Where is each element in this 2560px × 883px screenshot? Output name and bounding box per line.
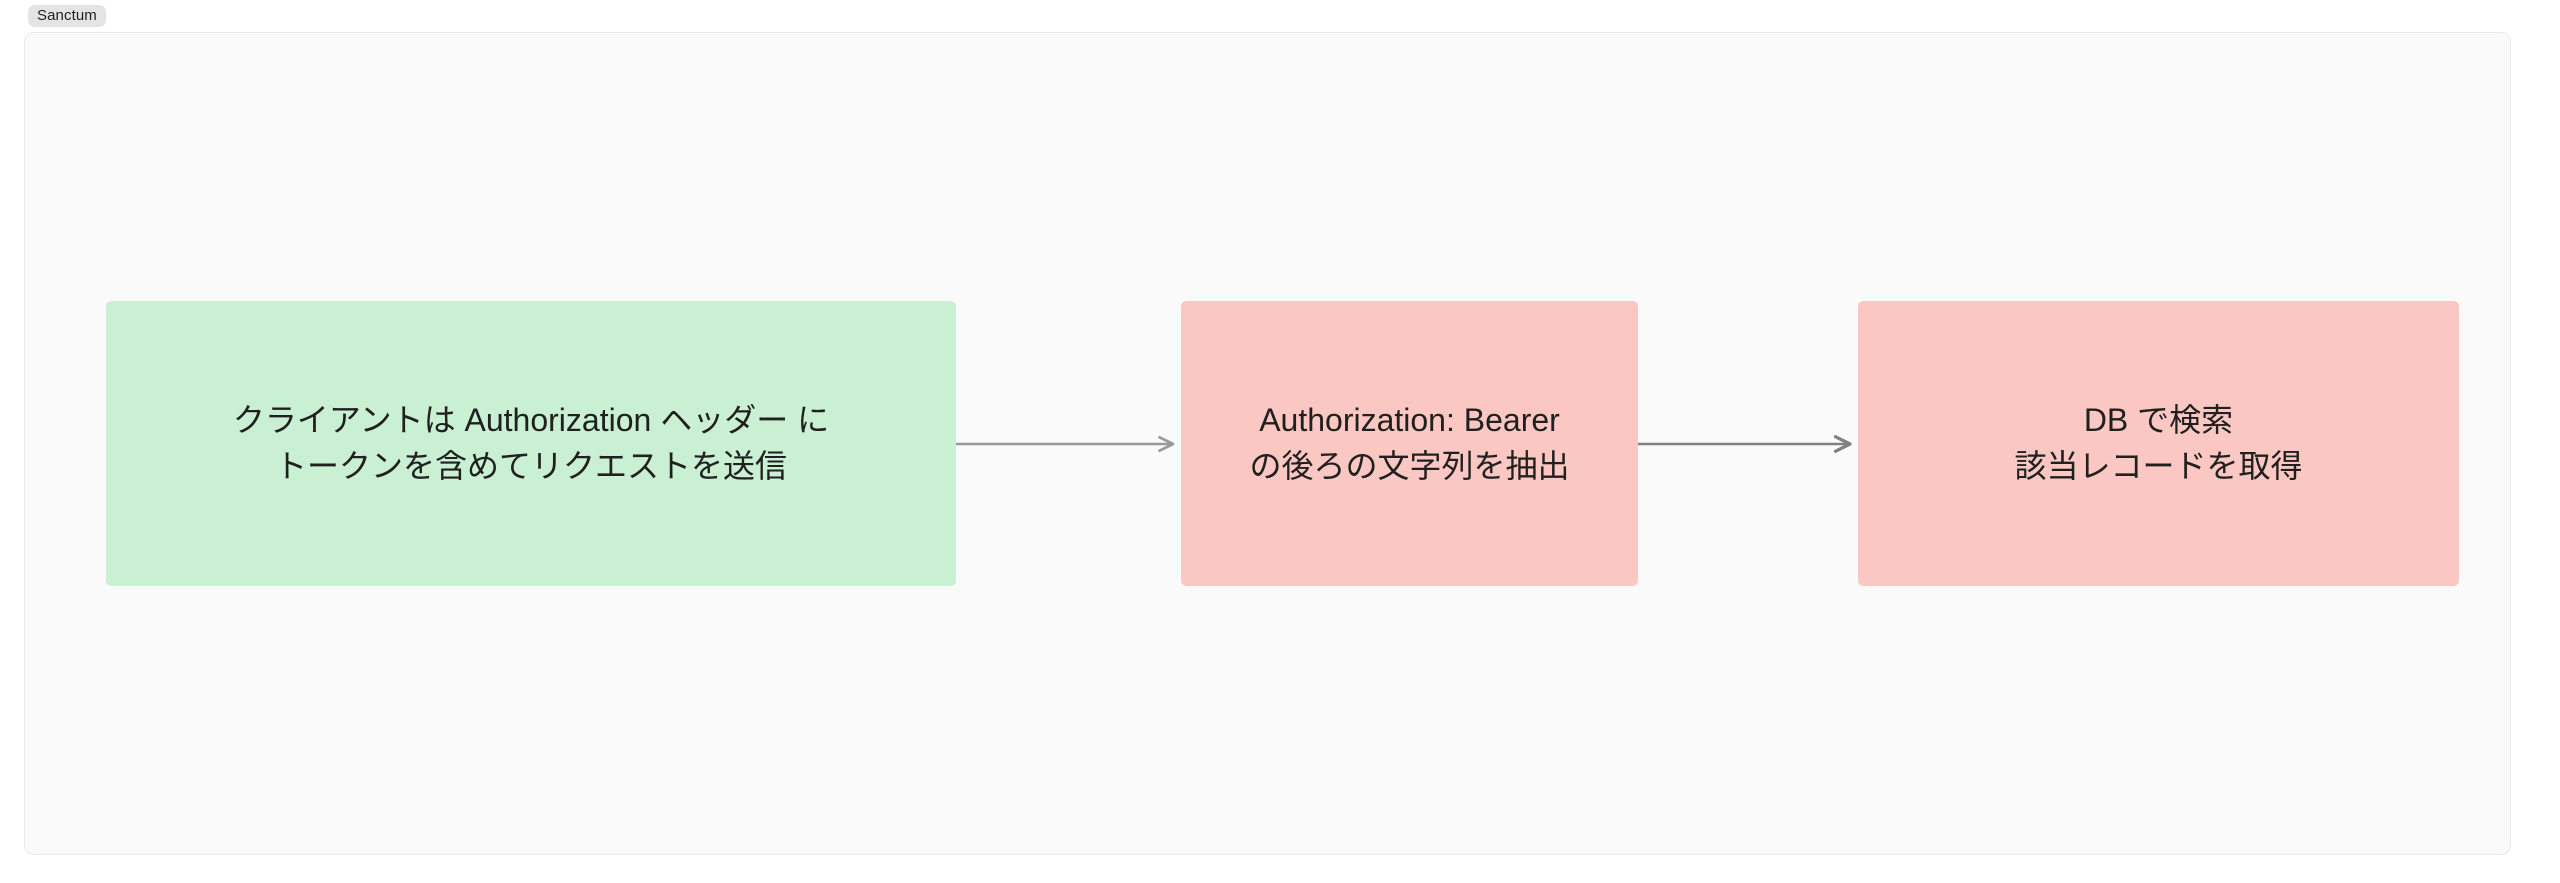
flow-node-db-lookup-line2: 該当レコードを取得: [2014, 447, 2303, 484]
flow-node-db-lookup[interactable]: DB で検索 該当レコードを取得: [1858, 301, 2459, 586]
diagram-panel: クライアントは Authorization ヘッダー に トークンを含めてリクエ…: [24, 32, 2511, 855]
flow-node-extract-token[interactable]: Authorization: Bearer の後ろの文字列を抽出: [1181, 301, 1638, 586]
flow-node-client-request-line2: トークンを含めてリクエストを送信: [274, 447, 787, 484]
diagram-title-badge[interactable]: Sanctum: [28, 5, 106, 27]
flow-node-client-request-line1: クライアントは Authorization ヘッダー に: [232, 402, 830, 439]
badge-row: Sanctum: [28, 4, 106, 28]
flow-nodes: クライアントは Authorization ヘッダー に トークンを含めてリクエ…: [25, 33, 2510, 854]
flow-node-extract-token-line1: Authorization: Bearer: [1259, 402, 1560, 439]
flow-node-extract-token-line2: の後ろの文字列を抽出: [1249, 447, 1570, 484]
flow-node-client-request[interactable]: クライアントは Authorization ヘッダー に トークンを含めてリクエ…: [106, 301, 956, 586]
flow-node-db-lookup-line1: DB で検索: [2083, 402, 2234, 439]
